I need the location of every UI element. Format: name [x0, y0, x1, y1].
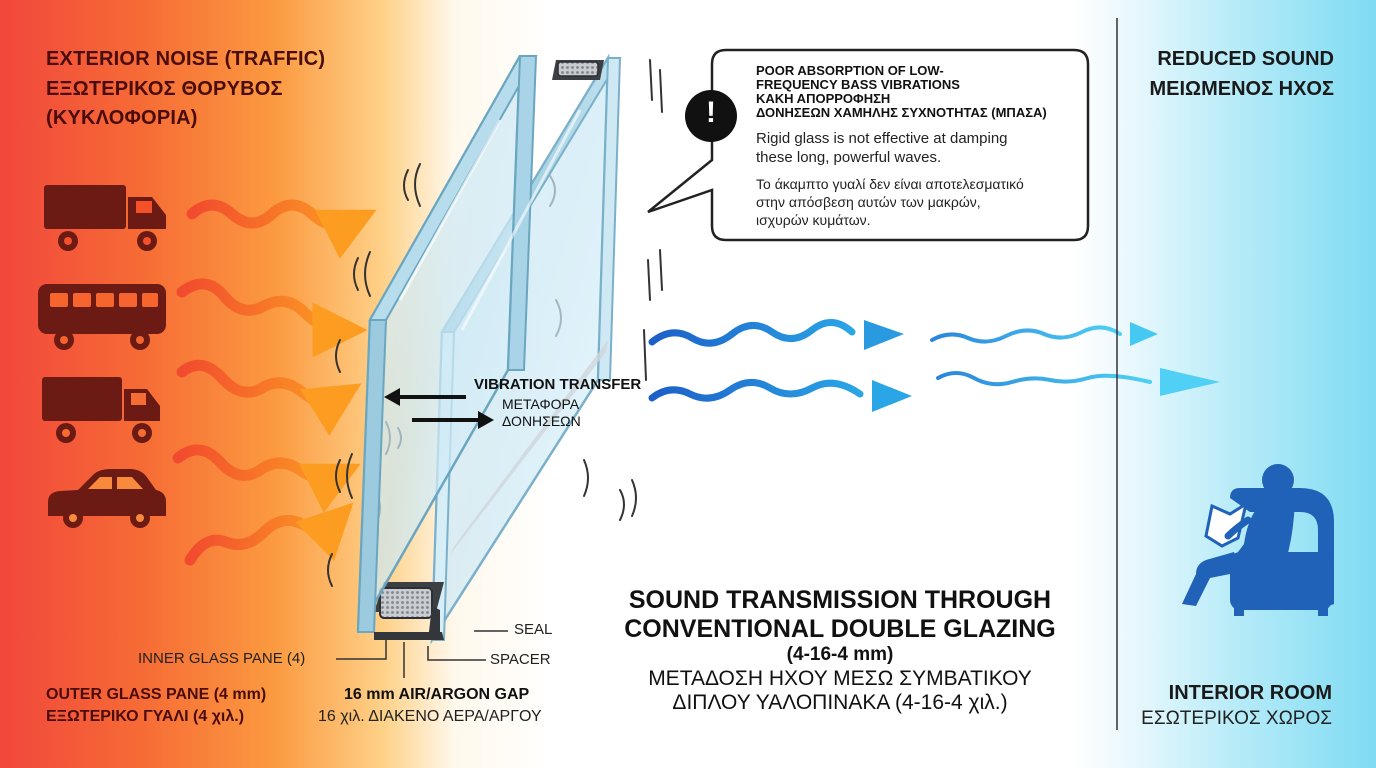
leader-lines [336, 630, 508, 678]
bus-icon [38, 284, 166, 350]
reduced-sound-title-gr: ΜΕΙΩΜΕΝΟΣ ΗΧΟΣ [1149, 78, 1335, 100]
callout-title: POOR ABSORPTION OF LOW- [756, 63, 944, 78]
interior-room-title: INTERIOR ROOM [1168, 682, 1332, 704]
sound-wave [184, 502, 354, 566]
main-title-line: SOUND TRANSMISSION THROUGH [628, 586, 1052, 614]
sound-wave [930, 325, 1122, 344]
truck-icon [42, 377, 160, 443]
transmitted-sound-waves [648, 319, 1220, 412]
car-icon [48, 469, 166, 528]
vibration-transfer-label: VIBRATION TRANSFER [474, 376, 642, 393]
callout-body-gr: στην απόσβεση αυτών των μακρών, [756, 194, 981, 210]
inner-pane-label: INNER GLASS PANE (4) [138, 650, 306, 667]
exterior-noise-title-gr: ΕΞΩΤΕΡΙΚΟΣ ΘΟΡΥΒΟΣ [46, 78, 283, 100]
warning-icon [685, 90, 737, 142]
incoming-sound-waves [172, 199, 377, 566]
gap-label-gr: 16 χιλ. ΔΙΑΚΕΝΟ ΑΕΡΑ/ΑΡΓΟΥ [318, 708, 542, 725]
callout-body-en: Rigid glass is not effective at damping [756, 130, 1008, 147]
main-title: SOUND TRANSMISSION THROUGH CONVENTIONAL … [580, 586, 1100, 716]
main-title-dims: (4-16-4 mm) [786, 643, 894, 665]
sound-wave [186, 199, 377, 259]
double-glazing-unit [356, 53, 622, 645]
vibration-transfer-label-gr: ΔΟΝΗΣΕΩΝ [502, 413, 581, 429]
vibration-transfer-arrows [384, 388, 494, 429]
vibration-transfer-label-gr: ΜΕΤΑΦΟΡΑ [502, 396, 580, 412]
sound-wave [648, 319, 856, 347]
outer-pane-label: OUTER GLASS PANE (4 mm) [46, 686, 267, 703]
main-title-line: CONVENTIONAL DOUBLE GLAZING [624, 614, 1056, 643]
callout-bubble [647, 48, 1090, 242]
callout-body-en: these long, powerful waves. [756, 149, 942, 166]
sound-wave [648, 379, 864, 402]
sound-wave [172, 444, 361, 513]
sound-wave [176, 278, 368, 358]
outer-glass-pane [356, 55, 538, 640]
callout-title-gr: ΔΟΝΗΣΕΩΝ ΧΑΜΗΛΗΣ ΣΥΧΝΟΤΗΤΑΣ (ΜΠΑΣΑ) [756, 105, 1047, 120]
interior-room-title-gr: ΕΣΩΤΕΡΙΚΟΣ ΧΩΡΟΣ [1141, 708, 1332, 729]
callout-body-gr: Το άκαμπτο γυαλί δεν είναι αποτελεσματικ… [756, 176, 1024, 192]
reduced-sound-title: REDUCED SOUND [1157, 48, 1334, 70]
callout-title: FREQUENCY BASS VIBRATIONS [756, 77, 960, 92]
main-title-gr: ΔΙΠΛΟΥ ΥΑΛΟΠΙΝΑΚΑ (4-16-4 χιλ.) [672, 691, 1008, 715]
spacer [374, 60, 608, 640]
truck-icon [44, 185, 166, 251]
sound-wave [176, 359, 362, 436]
seal-label: SEAL [514, 621, 553, 638]
exterior-noise-title: EXTERIOR NOISE (TRAFFIC) [46, 48, 326, 70]
exterior-noise-subtitle-gr: (ΚΥΚΛΟΦΟΡΙΑ) [46, 107, 198, 129]
main-title-gr: ΜΕΤΑΔΟΣΗ ΗΧΟΥ ΜΕΣΩ ΣΥΜΒΑΤΙΚΟΥ [648, 667, 1032, 691]
warning-icon-symbol: ! [706, 96, 716, 129]
outer-pane-label-gr: ΕΞΩΤΕΡΙΚΟ ΓΥΑΛΙ (4 χιλ.) [46, 708, 245, 725]
spacer-label: SPACER [490, 651, 551, 668]
callout-body-gr: ισχυρών κυμάτων. [756, 212, 871, 228]
gap-label: 16 mm AIR/ARGON GAP [344, 686, 530, 703]
callout-title-gr: ΚΑΚΗ ΑΠΟΡΡΟΦΗΣΗ [756, 91, 891, 106]
person-reading-icon [1182, 464, 1334, 616]
sound-wave [936, 371, 1152, 387]
